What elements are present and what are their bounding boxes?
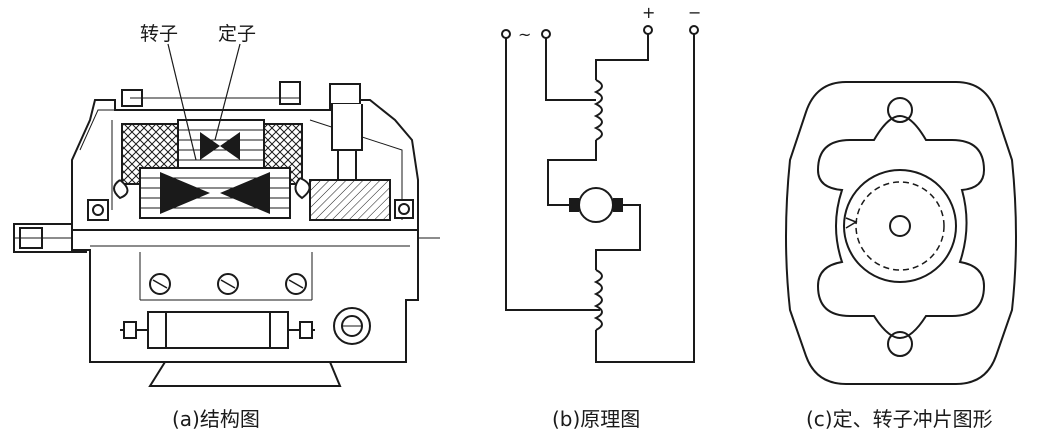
shaft-hole [889,215,911,237]
rotor-label: 转子 [140,23,178,45]
ac-symbol: ~ [518,25,531,44]
motor-schematic [501,25,699,363]
caption-schematic: (b)原理图 [552,407,640,431]
armature [578,187,614,223]
terminal-ac-1 [501,29,511,39]
rotor-lamination [843,169,957,283]
lamination-drawing [785,81,1017,385]
terminal-block [147,311,289,349]
stator-slot [816,114,986,340]
motor-base [148,361,342,387]
caption-lamination: (c)定、转子冲片图形 [806,407,993,431]
mount-hole-bottom [887,331,913,357]
stator-label: 定子 [218,23,256,45]
terminal-dc-plus [643,25,653,35]
stator-lamination [785,81,1017,385]
terminal-dc-minus [689,25,699,35]
caption-structure: (a)结构图 [172,407,260,431]
mount-hole-top [887,97,913,123]
minus-symbol: − [688,3,701,22]
stator-core [177,119,265,169]
motor-structure-drawing [13,43,440,387]
field-coil-lower [593,269,603,331]
plus-symbol: + [642,3,655,22]
terminal-ac-2 [541,29,551,39]
field-coil-upper [593,79,603,141]
adjust-knob [333,307,371,345]
